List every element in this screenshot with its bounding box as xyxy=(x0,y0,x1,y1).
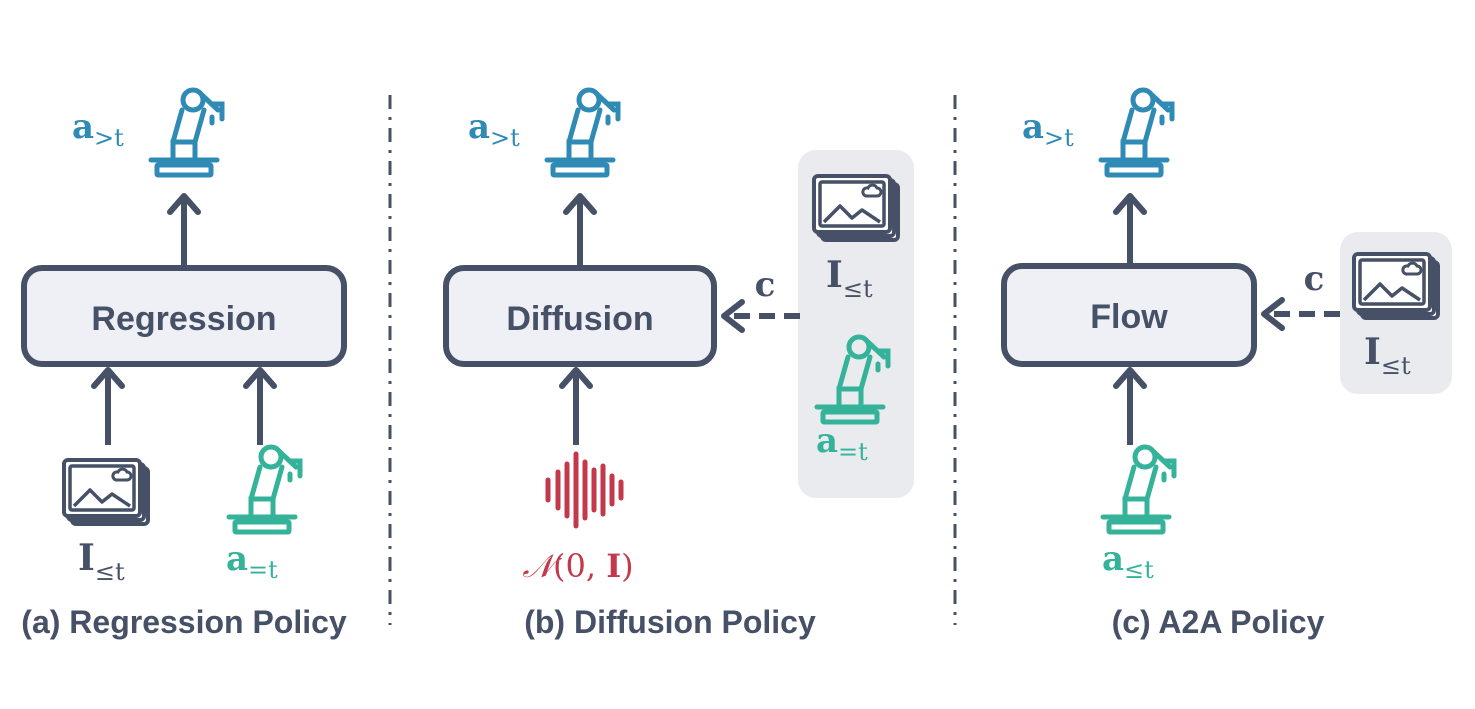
caption-a: (a) Regression Policy xyxy=(21,604,347,640)
robot-arm-icon xyxy=(1101,90,1172,175)
flow-label: Flow xyxy=(1090,298,1168,336)
waveform-icon xyxy=(545,451,624,529)
action-input-label: a=t xyxy=(816,421,868,466)
output-action-label: a>t xyxy=(468,107,520,152)
image-stack-icon xyxy=(1352,252,1440,320)
regression-box xyxy=(21,265,347,367)
panel-regression: a>t Regression I≤t a=t (a) Regression Po… xyxy=(21,90,347,640)
condition-label: c xyxy=(1304,259,1325,299)
panel-a2a: a>t Flow a≤t I≤t c (c) A2A Policy xyxy=(1001,90,1452,640)
panel-diffusion: a>t Diffusion 𝒩(0, I) I≤t a=t c xyxy=(443,90,914,640)
action-input-label: a≤t xyxy=(1102,539,1154,584)
noise-label: 𝒩(0, I) xyxy=(522,547,633,585)
regression-label: Regression xyxy=(91,300,276,338)
output-action-label: a>t xyxy=(1022,107,1074,152)
output-action-label: a>t xyxy=(72,107,124,152)
diffusion-box xyxy=(443,265,717,367)
image-input-label: I≤t xyxy=(1364,331,1411,380)
image-input-label: I≤t xyxy=(826,254,873,303)
caption-c: (c) A2A Policy xyxy=(1112,604,1325,640)
image-stack-icon xyxy=(812,174,900,242)
action-input-label: a=t xyxy=(226,539,278,584)
robot-arm-icon xyxy=(151,90,222,175)
condition-label: c xyxy=(755,265,776,305)
caption-b: (b) Diffusion Policy xyxy=(524,604,816,640)
robot-arm-icon xyxy=(1103,447,1174,532)
robot-arm-icon xyxy=(229,447,300,532)
robot-arm-icon xyxy=(547,90,618,175)
image-input-label: I≤t xyxy=(78,537,125,586)
diffusion-label: Diffusion xyxy=(506,300,653,338)
image-stack-icon xyxy=(62,458,150,526)
flow-box xyxy=(1001,263,1257,367)
